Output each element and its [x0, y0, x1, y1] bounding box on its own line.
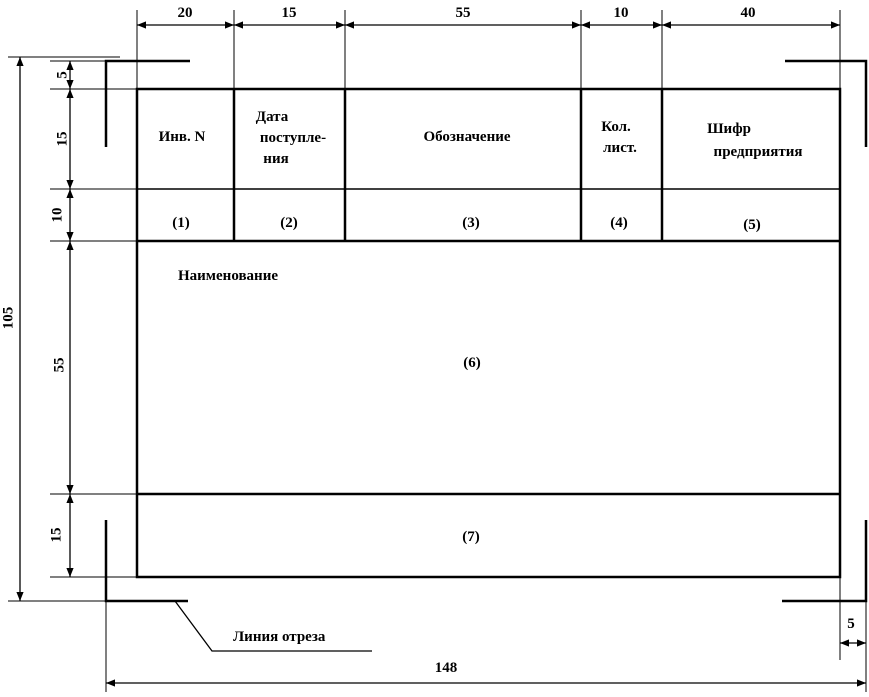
- field-4: (4): [610, 215, 628, 231]
- header-count-label-1: Кол.: [601, 119, 631, 135]
- cut-line-label: Линия отреза: [233, 629, 326, 645]
- cut-line-leader: [174, 600, 372, 652]
- header-count-label-2: лист.: [603, 140, 637, 156]
- dimension-lines: [16, 21, 866, 687]
- dim-top-2: 15: [282, 5, 297, 21]
- dim-left-5: 15: [48, 528, 64, 543]
- dim-top-3: 55: [456, 5, 471, 21]
- field-7: (7): [462, 529, 480, 545]
- dim-total-height: 105: [0, 307, 16, 330]
- header-date-label-3: ния: [263, 151, 288, 167]
- name-label: Наименование: [178, 268, 278, 284]
- header-date-label-2: поступле-: [260, 130, 326, 146]
- dim-left-1: 5: [54, 71, 70, 79]
- dim-top-5: 40: [741, 5, 756, 21]
- cut-mark-top-right: [785, 59, 868, 147]
- dim-left-4: 55: [51, 358, 67, 373]
- header-date-label-1: Дата: [256, 109, 289, 125]
- dim-top-1: 20: [178, 5, 193, 21]
- dim-left-2: 15: [54, 132, 70, 147]
- cut-mark-bottom-left: [104, 520, 188, 603]
- field-2: (2): [280, 215, 298, 231]
- header-code-label-2: предприятия: [714, 144, 803, 160]
- header-designation-label: Обозначение: [423, 129, 510, 145]
- card-frame: [135, 87, 842, 579]
- cut-mark-bottom-right: [782, 520, 868, 603]
- dim-margin-right: 5: [847, 616, 855, 632]
- field-3: (3): [462, 215, 480, 231]
- field-6: (6): [463, 355, 481, 371]
- card-table: [135, 87, 842, 579]
- dim-left-3: 10: [49, 208, 65, 223]
- header-code-label-1: Шифр: [707, 121, 751, 137]
- header-inv-label: Инв. N: [159, 129, 206, 145]
- dim-total-width: 148: [435, 660, 458, 676]
- field-1: (1): [172, 215, 190, 231]
- field-5: (5): [743, 217, 761, 233]
- dim-top-4: 10: [614, 5, 629, 21]
